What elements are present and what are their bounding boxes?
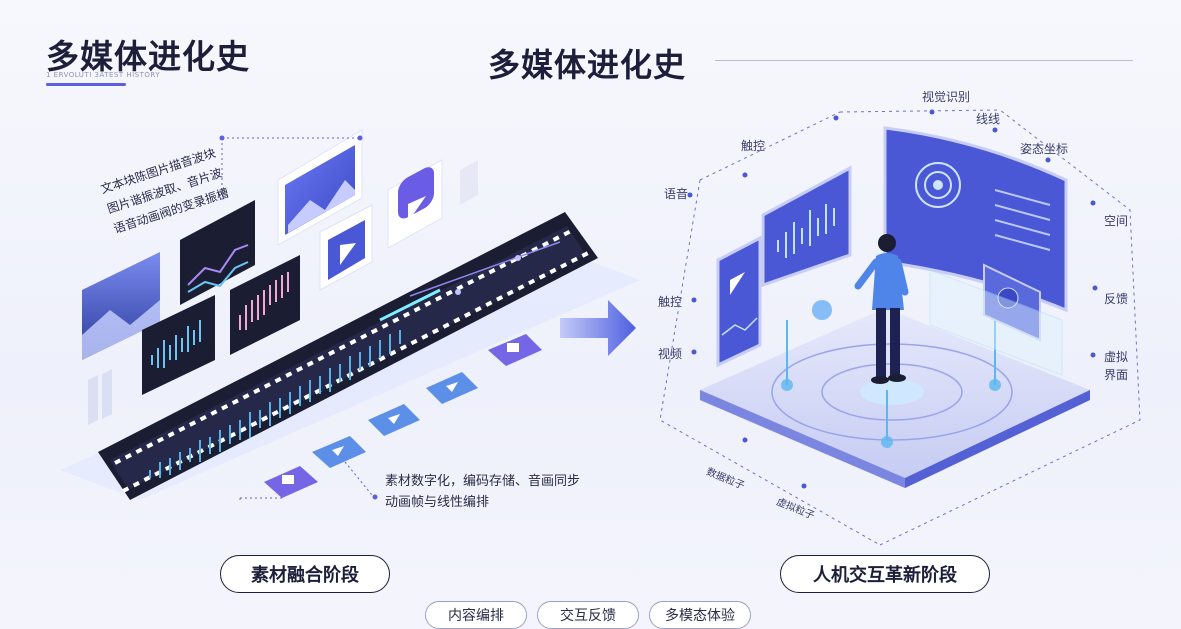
film-strip [98,212,598,500]
left-description: 素材数字化，编码存储、音画同步 动画帧与线性编排 [385,471,580,513]
description-line-1: 素材数字化，编码存储、音画同步 [385,474,581,489]
tag-multimodal-experience: 多模态体验 [649,601,751,629]
wireframe-nodes [687,109,1098,489]
step-tile-2 [312,436,366,468]
note-connector [221,137,360,200]
person-figure [854,234,909,384]
mountain-image-card [277,129,363,246]
tag-label-1: 内容编排 [448,608,504,624]
stage-label-material: 素材融合阶段 [251,565,359,586]
chart-card [180,200,255,305]
wireframe-box [659,109,1141,546]
label-touch: 触控 [741,139,766,153]
center-title: 多媒体进化史 [488,46,687,84]
label-lines: 线线 [976,112,1001,126]
main-dashboard-screen [883,126,1068,313]
stage-pill-interaction: 人机交互革新阶段 [780,555,990,593]
label-gesture: 触控 [658,295,683,309]
tag-label-2: 交互反馈 [560,608,616,624]
left-title: 多媒体进化史 [46,37,250,76]
tag-interaction-feedback: 交互反馈 [537,601,639,629]
label-virtual-interface: 虚拟界面 [1104,350,1129,382]
step-tile-3 [368,404,420,436]
step-tile-5 [488,334,542,366]
label-recognition: 视觉识别 [922,90,971,104]
stage-pill-material: 素材融合阶段 [220,555,390,593]
stage-label-interaction: 人机交互革新阶段 [813,565,957,586]
play-card-2 [387,159,443,249]
waveform-card-1 [142,295,215,395]
step-tile-4 [426,372,478,404]
label-video: 视频 [658,347,683,361]
waveform-card-2 [230,255,300,355]
landscape-image-icon [82,252,160,360]
label-pose: 姿态坐标 [1020,142,1069,156]
blank-card [460,160,478,205]
step-tile-1 [264,466,318,498]
label-voice: 语音 [664,187,689,201]
transition-arrow [560,300,636,356]
tag-content-arrangement: 内容编排 [425,601,527,629]
tag-label-3: 多模态体验 [665,608,735,624]
voice-wave-screen [761,165,852,288]
label-space: 空间 [1104,214,1129,228]
small-panel-screen [983,263,1041,342]
title-underline [46,83,126,86]
description-line-2: 动画帧与线性编排 [385,495,490,510]
play-screen [716,235,762,368]
page-stack-icon [88,369,112,425]
play-card-1 [319,204,373,291]
label-feedback: 反馈 [1104,292,1129,306]
interaction-platform [700,300,1090,488]
left-subtitle: 1 ERVOLUTI 3ATEST HISTORY [46,71,161,79]
header-rule [715,60,1133,61]
glass-panel [929,269,1063,376]
